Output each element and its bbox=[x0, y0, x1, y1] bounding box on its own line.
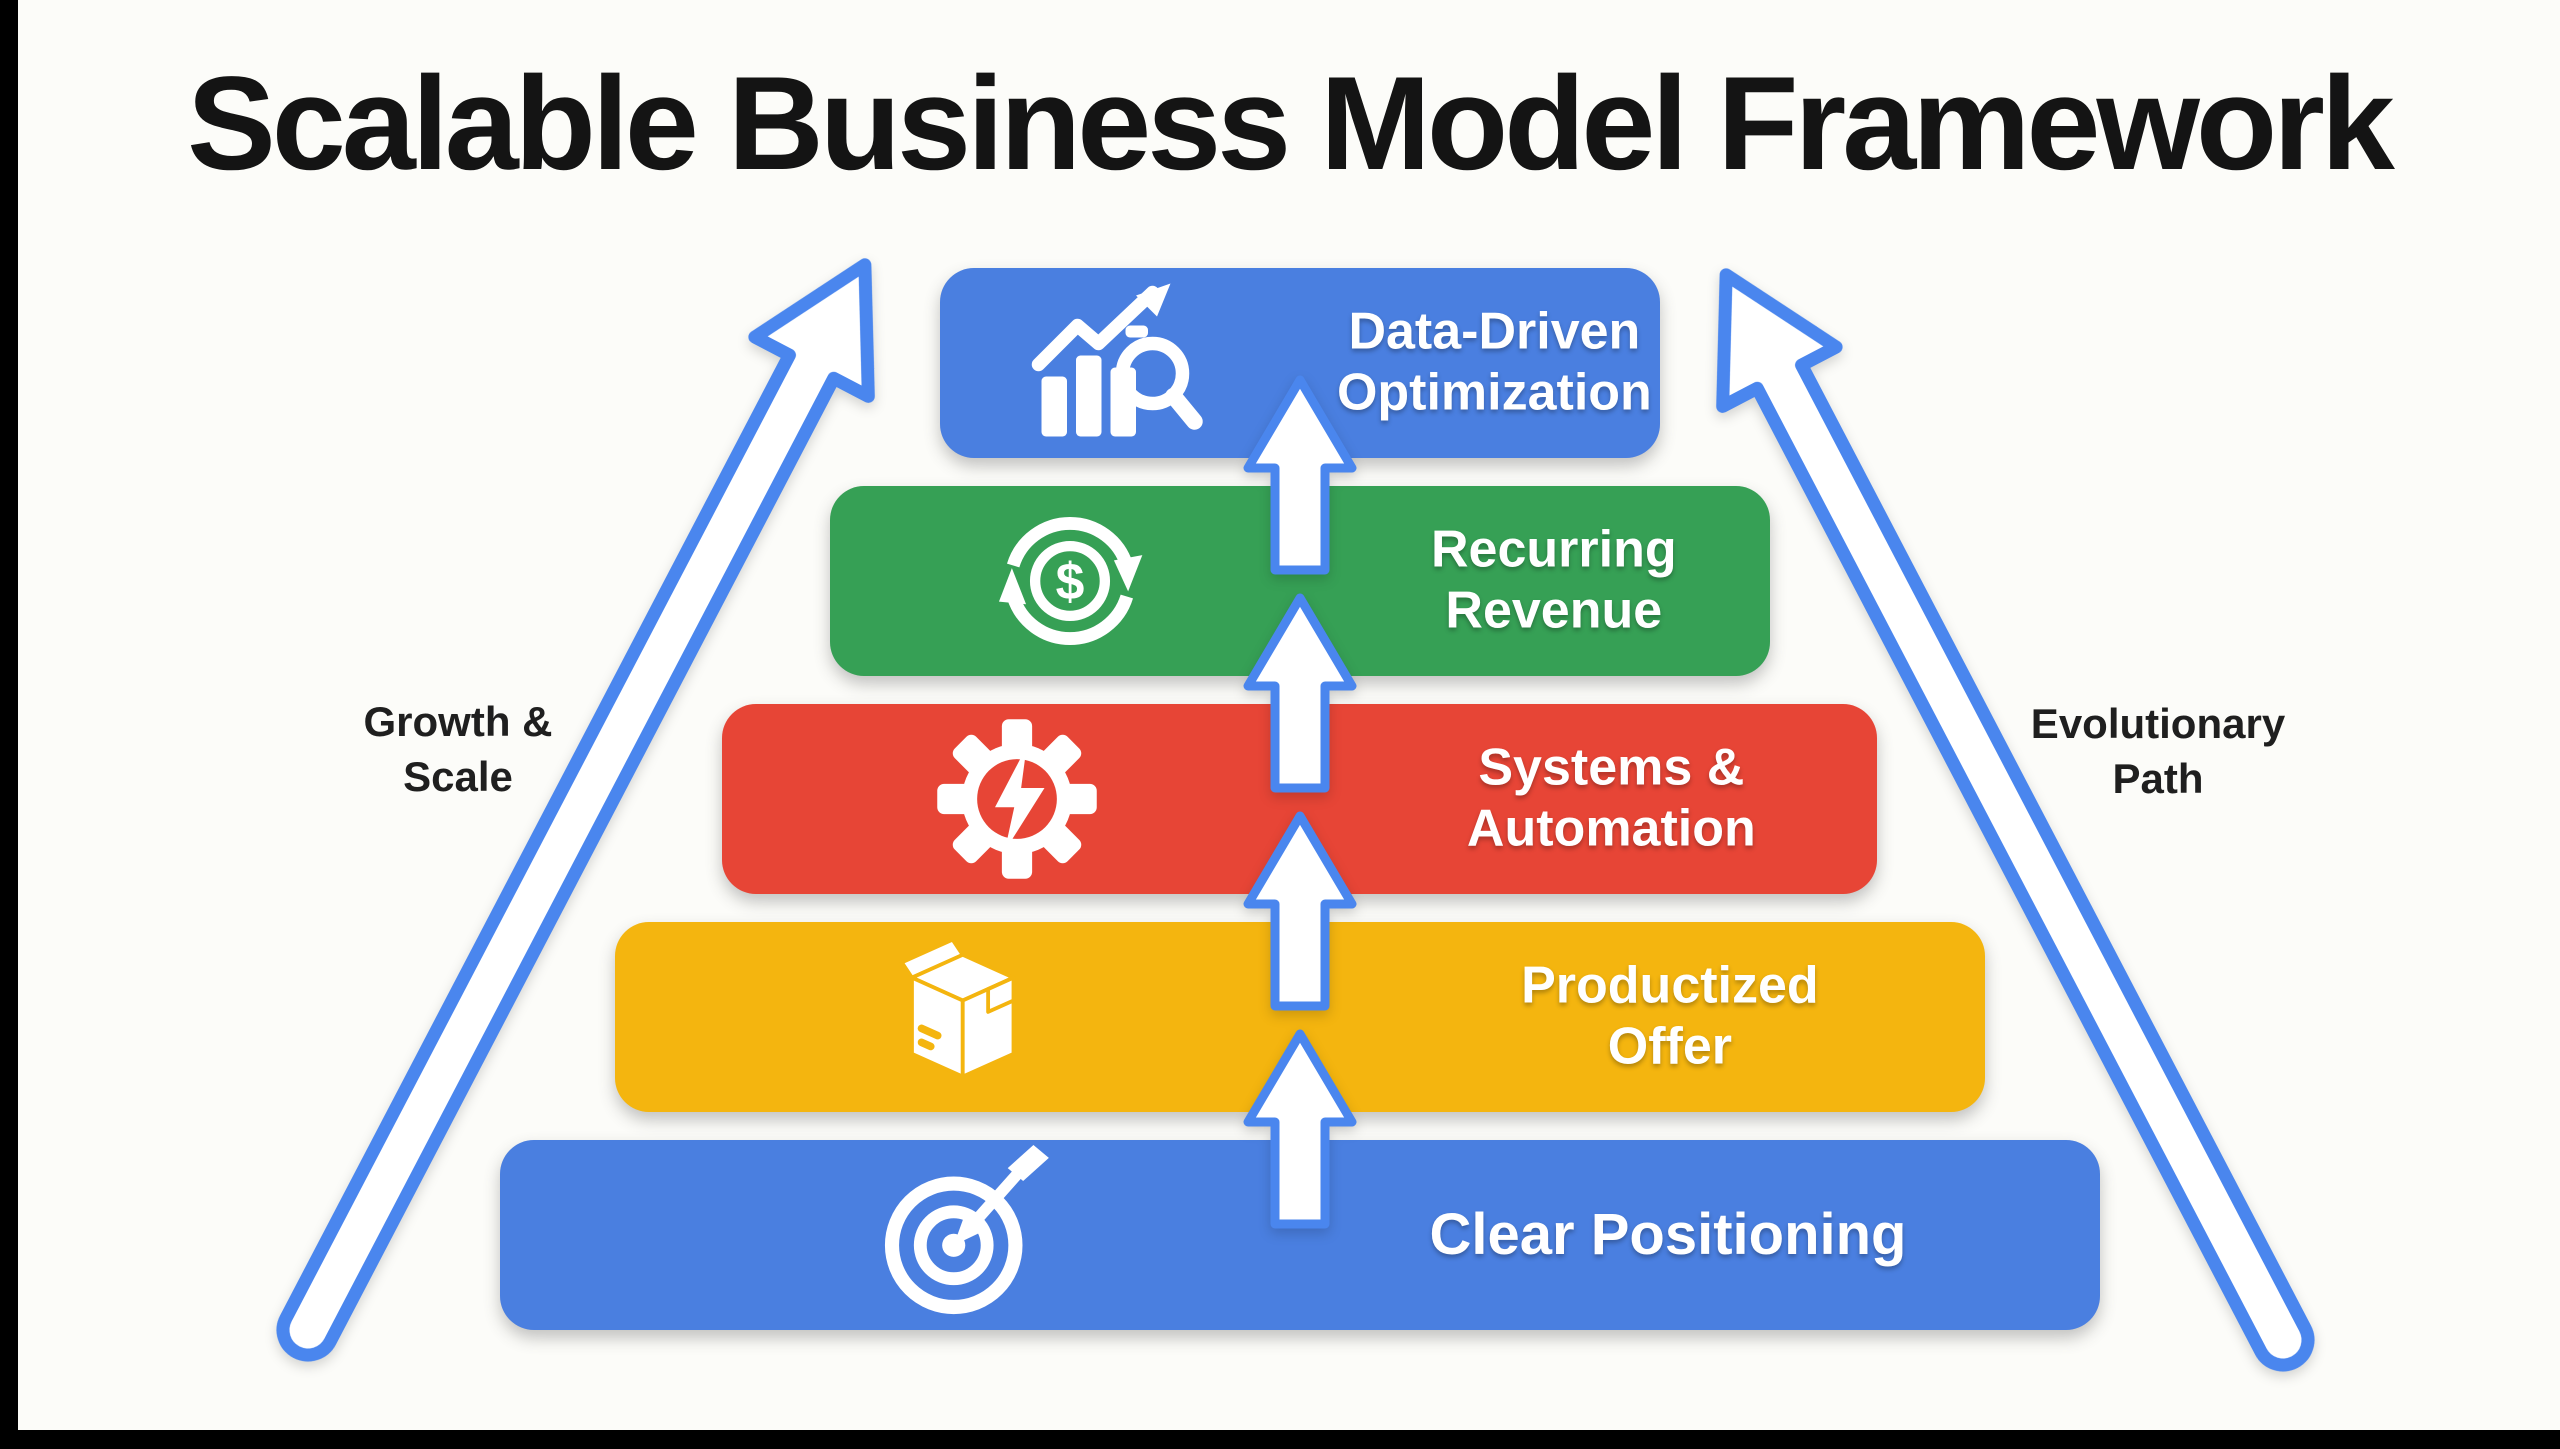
dollar-glyph: $ bbox=[1055, 552, 1084, 610]
analytics-growth-magnifier-icon bbox=[1031, 283, 1203, 437]
layer-productized-offer: Productized Offer bbox=[615, 922, 1985, 1112]
layer-label-line1: Clear Positioning bbox=[1429, 1201, 1907, 1267]
target-dart-icon bbox=[884, 1145, 1049, 1315]
evolutionary-path-label-line1: Evolutionary bbox=[2030, 700, 2286, 747]
frame-left-bar bbox=[0, 0, 18, 1449]
dollar-cycle-icon: $ bbox=[998, 516, 1143, 646]
growth-scale-label-line2: Scale bbox=[403, 752, 513, 800]
page-title: Scalable Business Model Framework bbox=[187, 50, 2395, 198]
evolutionary-path-label-line2: Path bbox=[2112, 754, 2204, 802]
evolutionary-path-label: Evolutionary Path bbox=[2031, 697, 2285, 806]
frame-bottom-bar bbox=[0, 1430, 2560, 1449]
layer-label-line2: Revenue bbox=[1445, 582, 1663, 640]
layer-label: Productized Offer bbox=[1521, 956, 1819, 1079]
package-box-icon bbox=[900, 937, 1016, 1079]
layer-label-line1: Data-Driven bbox=[1348, 302, 1641, 361]
layer-label-line2: Automation bbox=[1466, 800, 1756, 858]
layer-label: Clear Positioning bbox=[1430, 1201, 1907, 1269]
layer-label-line2: Optimization bbox=[1336, 364, 1652, 422]
layer-label: Recurring Revenue bbox=[1431, 520, 1677, 643]
layer-label: Systems & Automation bbox=[1467, 738, 1756, 861]
layer-label-line1: Systems & bbox=[1478, 738, 1745, 797]
layer-label-line2: Offer bbox=[1607, 1018, 1733, 1076]
layer-recurring-revenue: $ Recurring Revenue bbox=[830, 486, 1770, 676]
layer-clear-positioning: Clear Positioning bbox=[500, 1140, 2100, 1330]
growth-scale-label-line1: Growth & bbox=[363, 698, 553, 745]
growth-scale-label: Growth & Scale bbox=[364, 695, 553, 804]
gear-lightning-icon bbox=[936, 719, 1097, 879]
layer-data-driven-optimization: Data-Driven Optimization bbox=[940, 268, 1660, 458]
layer-label-line1: Productized bbox=[1521, 956, 1819, 1015]
layer-label-line1: Recurring bbox=[1430, 520, 1677, 579]
layer-label: Data-Driven Optimization bbox=[1337, 302, 1652, 425]
layer-systems-automation: Systems & Automation bbox=[722, 704, 1877, 894]
